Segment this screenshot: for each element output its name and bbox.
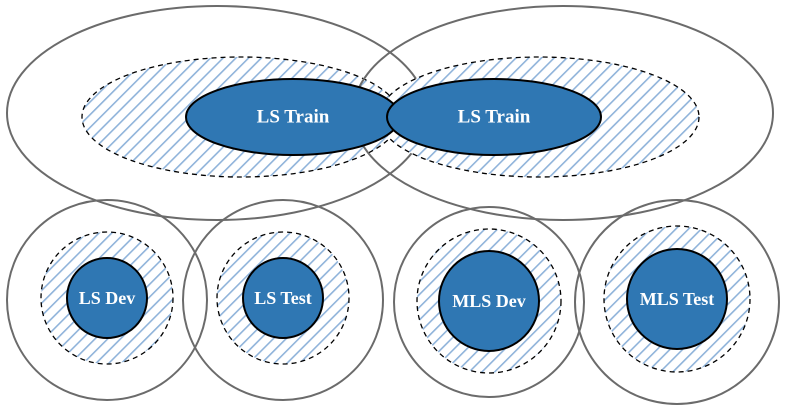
mls-test-core	[626, 248, 728, 350]
mls-test-label: MLS Test	[640, 289, 715, 309]
ls-dev-core	[66, 257, 148, 339]
ls-dev-group: LS Dev	[6, 199, 208, 401]
mls-test-group: MLS Test	[574, 199, 780, 405]
mls-test-outer-circle	[574, 199, 780, 405]
mls-dev-group: MLS Dev	[393, 206, 585, 398]
ls-dev-label: LS Dev	[79, 288, 136, 308]
mls-dev-outer-circle	[393, 206, 585, 398]
ls-test-group: LS Test	[182, 199, 384, 401]
mls-dev-core	[438, 250, 540, 352]
ls-train-core-right	[386, 78, 602, 156]
ls-dev-outer-circle	[6, 199, 208, 401]
ls-test-label: LS Test	[254, 288, 312, 308]
mls-dev-label: MLS Dev	[452, 291, 526, 311]
ls-test-core	[242, 257, 324, 339]
ls-test-outer-circle	[182, 199, 384, 401]
ls-train-label-right: LS Train	[458, 107, 531, 128]
ls-train-label-left: LS Train	[257, 107, 330, 128]
